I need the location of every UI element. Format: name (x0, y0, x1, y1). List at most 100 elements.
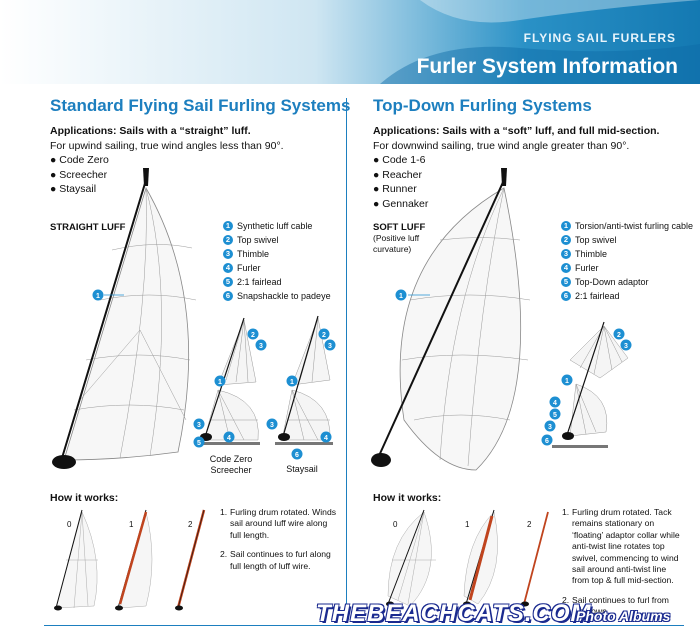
caption-code-zero-screecher: Code Zero Screecher (205, 454, 257, 476)
right-legend: 1 Torsion/anti-twist furling cable 2 Top s… (561, 219, 693, 303)
svg-text:3: 3 (259, 343, 263, 350)
legend-label: Top swivel (237, 235, 279, 245)
right-how-title: How it works: (373, 492, 442, 504)
svg-text:3: 3 (548, 424, 552, 431)
legend-label: Thimble (237, 249, 270, 259)
svg-text:3: 3 (328, 343, 332, 350)
right-bullet-item: ● Code 1-6 (373, 154, 426, 166)
legend-number-badge: 4 (561, 263, 571, 273)
right-apps-text: For downwind sailing, true wind angle gr… (373, 139, 630, 152)
bottom-rule (44, 625, 684, 626)
legend-item: 4 Furler (561, 261, 693, 275)
legend-number-badge: 5 (223, 277, 233, 287)
legend-item: 5 2:1 fairlead (223, 275, 331, 289)
step-text: Furling drum rotated. Winds sail around … (230, 507, 337, 540)
header-banner: FLYING SAIL FURLERS Furler System Inform… (0, 0, 700, 84)
svg-text:2: 2 (322, 332, 326, 339)
svg-text:4: 4 (324, 435, 328, 442)
column-divider (346, 98, 347, 618)
right-step-number: 0 (393, 520, 398, 529)
right-apps-bold: Applications: Sails with a “soft” luff, … (373, 125, 660, 137)
right-step: 1.Furling drum rotated. Tack remains sta… (562, 507, 682, 587)
svg-text:6: 6 (295, 452, 299, 459)
svg-text:1: 1 (565, 378, 569, 385)
right-applications: Applications: Sails with a “soft” luff, … (373, 124, 693, 211)
caption-staysail: Staysail (286, 464, 318, 474)
legend-item: 2 Top swivel (561, 233, 693, 247)
left-apps-text: For upwind sailing, true wind angles les… (50, 139, 284, 152)
step-index: 2. (220, 549, 228, 560)
legend-item: 3 Thimble (223, 247, 331, 261)
left-step-number: 0 (67, 520, 72, 529)
right-luff-sub: (Positive luff curvature) (373, 233, 420, 254)
legend-number-badge: 2 (561, 235, 571, 245)
legend-label: 2:1 fairlead (237, 277, 282, 287)
svg-text:1: 1 (96, 293, 100, 300)
left-title: Standard Flying Sail Furling Systems (50, 96, 351, 115)
legend-number-badge: 6 (223, 291, 233, 301)
right-steps: 1.Furling drum rotated. Tack remains sta… (562, 507, 682, 626)
right-step: 2.Sail continues to furl from top down. (562, 595, 682, 618)
svg-text:1: 1 (218, 379, 222, 386)
svg-text:6: 6 (545, 438, 549, 445)
step-index: 1. (220, 507, 228, 517)
left-apps-bold: Applications: Sails with a “straight” lu… (50, 125, 251, 137)
right-title: Top-Down Furling Systems (373, 96, 592, 115)
right-step-number: 1 (465, 520, 470, 529)
svg-text:5: 5 (197, 440, 201, 447)
legend-label: Synthetic luff cable (237, 221, 313, 231)
legend-label: Torsion/anti-twist furling cable (575, 221, 694, 231)
legend-number-badge: 3 (223, 249, 233, 259)
legend-item: 1 Synthetic luff cable (223, 219, 331, 233)
step-text: Furling drum rotated. Tack remains stati… (572, 507, 680, 586)
left-how-title: How it works: (50, 492, 119, 504)
right-bullet-item: ● Gennaker (373, 197, 429, 210)
right-luff-label: SOFT LUFF (Positive luff curvature) (373, 222, 433, 255)
right-bullet-item: ● Reacher (373, 168, 422, 181)
svg-text:1: 1 (290, 379, 294, 386)
left-bullet-item: ● Staysail (50, 183, 97, 195)
legend-item: 1 Torsion/anti-twist furling cable (561, 219, 693, 233)
header-title: Furler System Information (416, 55, 678, 78)
left-step: 2.Sail continues to furl along full leng… (220, 549, 338, 572)
right-bullet-item: ● Runner (373, 183, 417, 195)
step-text: Sail continues to furl from top down. (572, 594, 669, 617)
header-category: FLYING SAIL FURLERS (523, 31, 676, 45)
svg-text:2: 2 (251, 332, 255, 339)
legend-number-badge: 6 (561, 291, 571, 301)
svg-text:4: 4 (227, 435, 231, 442)
banner-wave-graphic (0, 0, 700, 84)
legend-label: Furler (575, 263, 599, 273)
left-luff-label: STRAIGHT LUFF (50, 222, 126, 233)
legend-number-badge: 1 (223, 221, 233, 231)
left-step-number: 1 (129, 520, 134, 529)
left-bullet-item: ● Screecher (50, 168, 108, 181)
legend-label: Thimble (575, 249, 608, 259)
svg-text:3: 3 (270, 422, 274, 429)
left-step: 1.Furling drum rotated. Winds sail aroun… (220, 507, 338, 541)
caption-line: Screecher (210, 465, 252, 475)
svg-text:4: 4 (553, 400, 557, 407)
legend-label: Top-Down adaptor (575, 277, 649, 287)
caption-line: Code Zero (209, 454, 253, 464)
legend-label: Top swivel (575, 235, 617, 245)
svg-text:3: 3 (197, 422, 201, 429)
svg-text:3: 3 (624, 343, 628, 350)
step-text: Sail continues to furl along full length… (230, 549, 331, 571)
site-watermark: THEBEACHCATS.COM Photo Albums (310, 600, 700, 636)
watermark-albums: Photo Albums (576, 608, 671, 624)
step-index: 2. (562, 594, 570, 605)
legend-number-badge: 1 (561, 221, 571, 231)
